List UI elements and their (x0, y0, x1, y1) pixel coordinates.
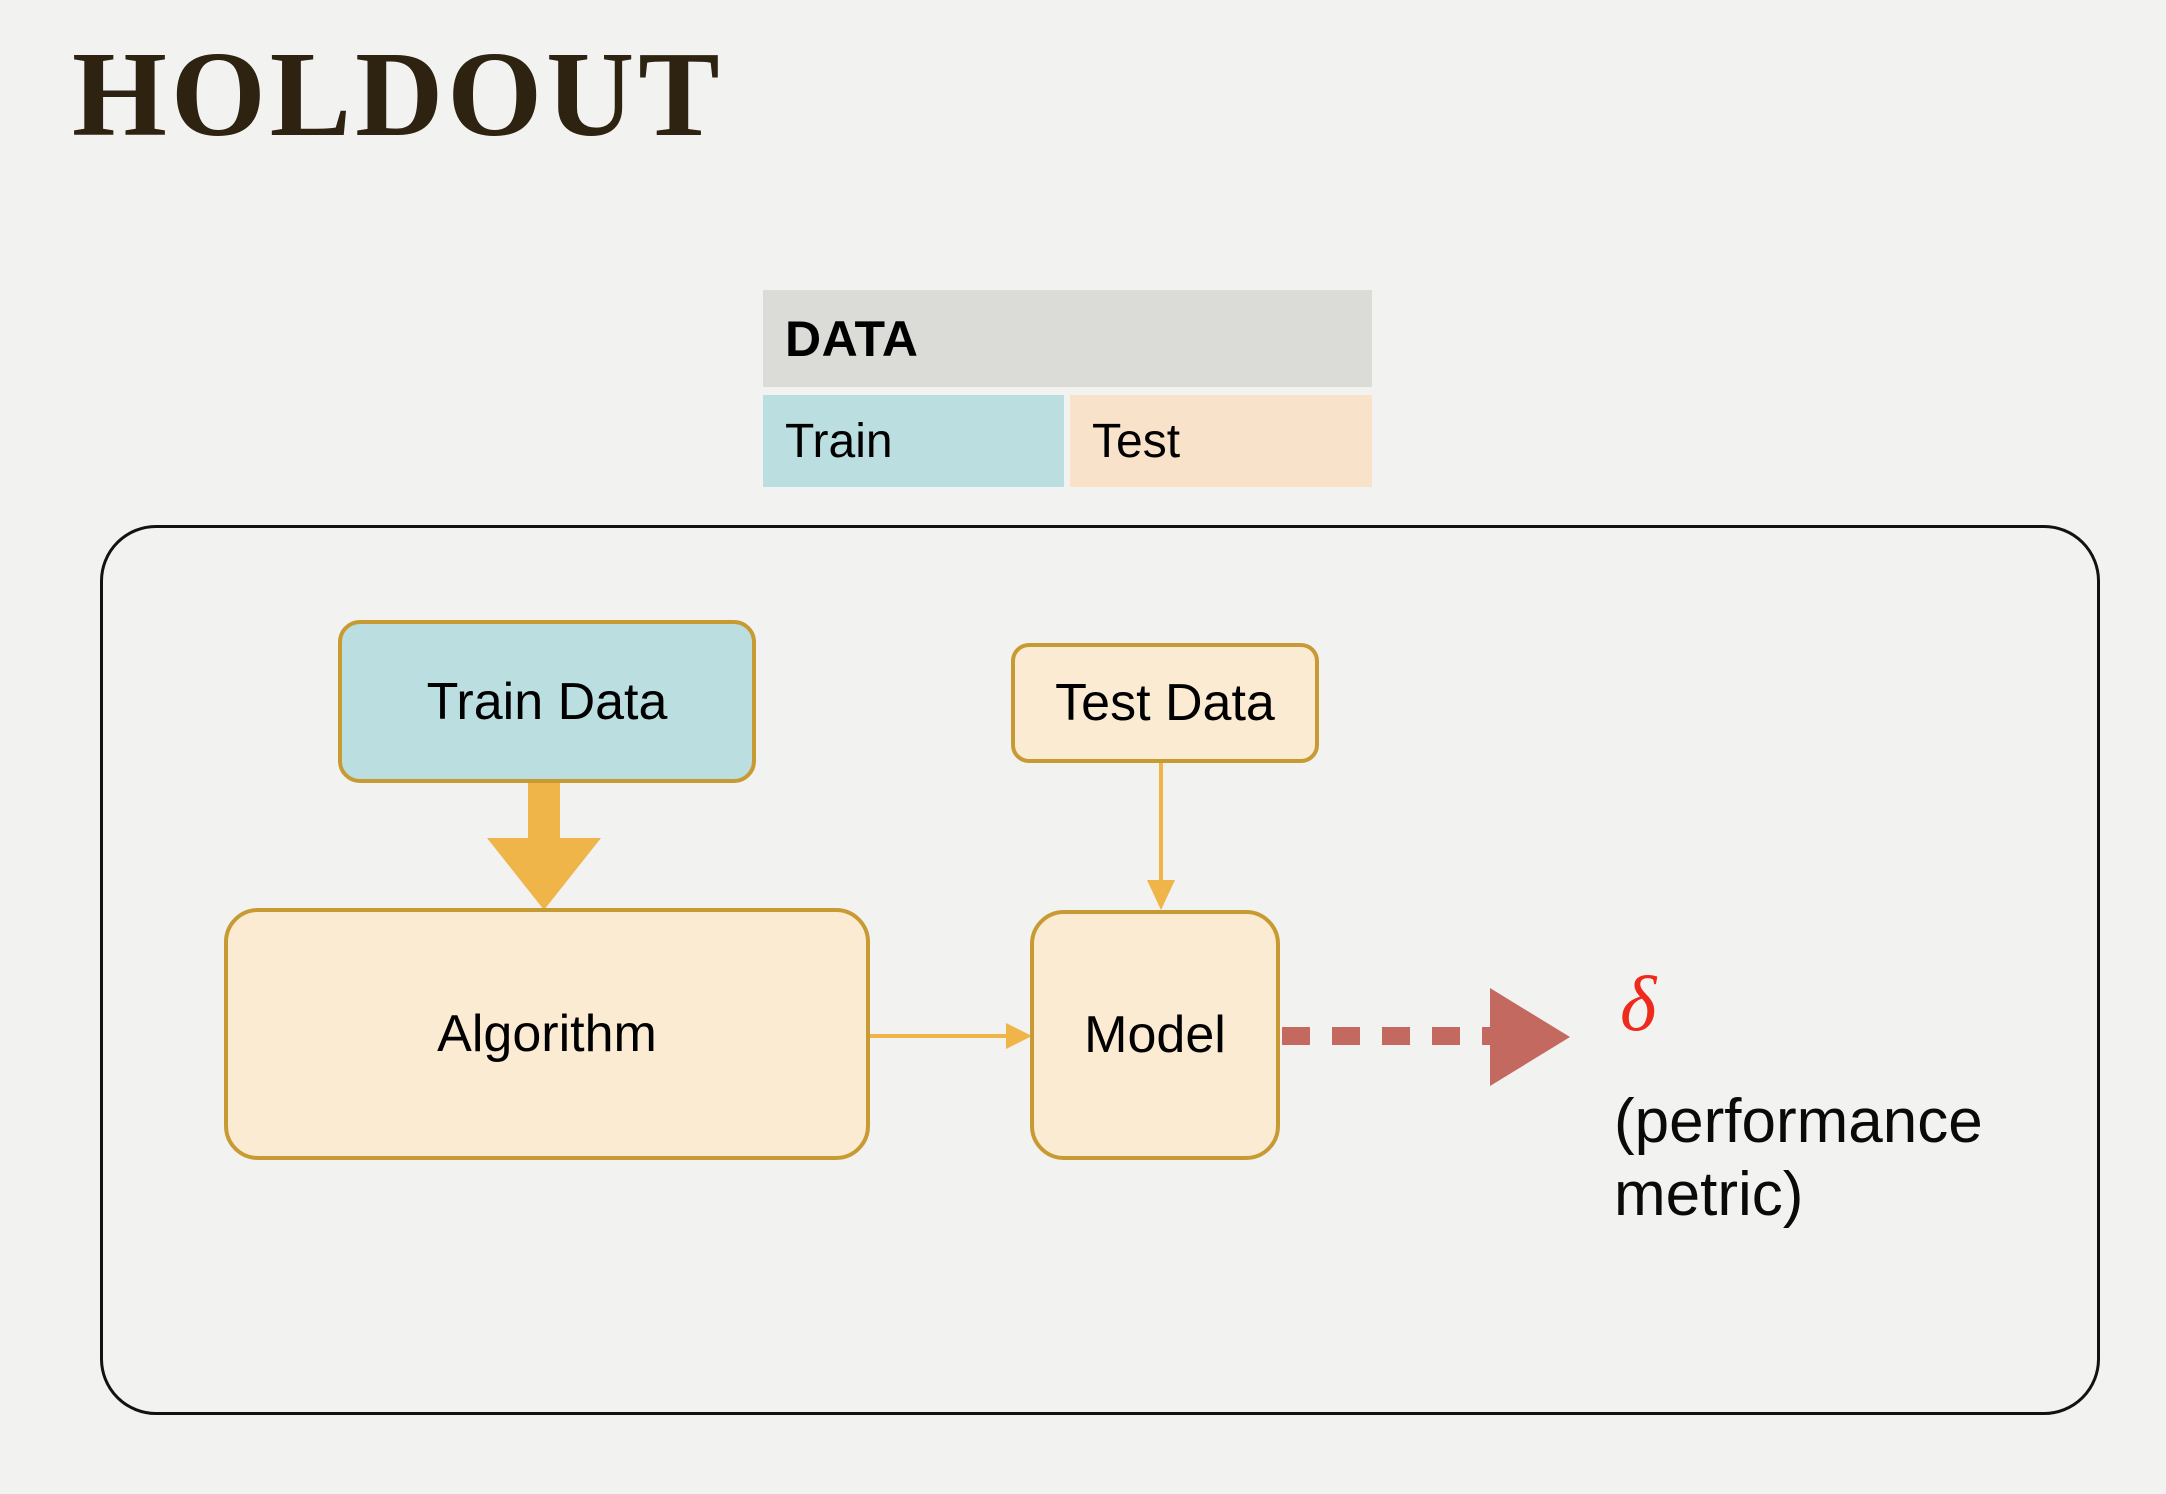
node-train-data[interactable]: Train Data (338, 620, 756, 783)
page-title: HOLDOUT (72, 27, 724, 162)
node-algorithm-label: Algorithm (437, 1005, 657, 1063)
node-model-label: Model (1084, 1006, 1226, 1064)
data-table-split-row: Train Test (763, 395, 1372, 487)
delta-symbol: δ (1620, 960, 1657, 1047)
performance-metric-caption: (performance metric) (1614, 1085, 2084, 1231)
data-split-train-label: Train (785, 414, 893, 468)
node-model[interactable]: Model (1030, 910, 1280, 1160)
performance-metric-caption-line2: metric) (1614, 1160, 1804, 1230)
data-split-test: Test (1070, 395, 1372, 487)
data-split-train: Train (763, 395, 1064, 487)
node-test-data-label: Test Data (1055, 674, 1275, 732)
data-table: DATA Train Test (763, 290, 1372, 487)
data-table-header: DATA (763, 290, 1372, 387)
node-algorithm[interactable]: Algorithm (224, 908, 870, 1160)
node-test-data[interactable]: Test Data (1011, 643, 1319, 763)
performance-metric-caption-line1: (performance (1614, 1087, 1983, 1156)
data-table-header-label: DATA (785, 310, 919, 367)
data-split-test-label: Test (1092, 414, 1181, 468)
holdout-diagram-frame (100, 525, 2100, 1415)
node-train-data-label: Train Data (426, 672, 668, 731)
